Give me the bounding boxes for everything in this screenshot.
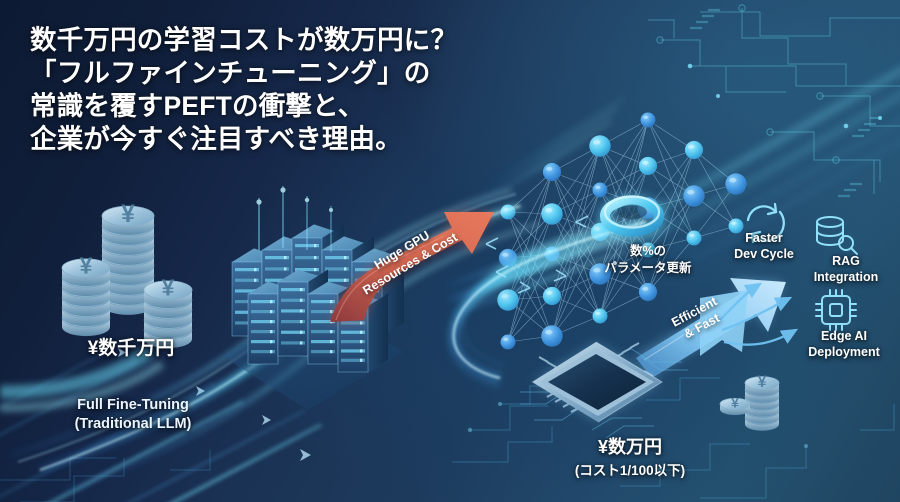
benefit-label-faster-dev-cycle: Faster Dev Cycle	[716, 230, 812, 262]
rag-line-2: Integration	[813, 270, 879, 284]
title-line-2: 「フルファインチューニング」の	[30, 58, 431, 88]
svg-text:¥: ¥	[758, 373, 767, 391]
coin-stack-tall: ¥	[101, 201, 155, 315]
fft-line-2: (Traditional LLM)	[74, 416, 192, 432]
svg-text:¥: ¥	[731, 396, 739, 412]
edge-line-1: Edge AI	[820, 329, 868, 343]
blue-arrow-label: Efficient & Fast	[654, 286, 741, 353]
svg-text:¥: ¥	[80, 253, 93, 279]
faster-line-2: Dev Cycle	[734, 247, 794, 261]
edge-line-2: Deployment	[808, 345, 880, 359]
fft-line-1: Full Fine-Tuning	[77, 397, 189, 413]
right-cost-label: ¥数万円 (コスト1/100以下)	[540, 436, 720, 482]
parameter-update-label: 数%の パラメータ更新	[578, 243, 718, 277]
faster-line-1: Faster	[745, 231, 783, 245]
param-line-1: 数%の	[629, 244, 667, 258]
benefit-label-edge-ai-deployment: Edge AI Deployment	[790, 328, 898, 360]
database-search-icon	[816, 216, 858, 255]
svg-text:¥: ¥	[162, 275, 175, 301]
chip-ai-icon	[815, 289, 857, 331]
page-title: 数千万円の学習コストが数万円に？ 「フルファインチューニング」の 常識を覆すPE…	[30, 24, 500, 156]
right-cost-sub: (コスト1/100以下)	[574, 463, 686, 478]
title-line-1: 数千万円の学習コストが数万円に？	[30, 25, 458, 55]
benefit-label-rag-integration: RAG Integration	[798, 253, 894, 285]
full-fine-tuning-label: Full Fine-Tuning (Traditional LLM)	[38, 396, 228, 434]
right-cost-main: ¥数万円	[597, 437, 662, 457]
svg-text:¥: ¥	[121, 201, 135, 228]
title-line-3: 常識を覆すPEFTの衝撃と、	[30, 91, 365, 121]
left-cost-label: ¥数千万円	[87, 338, 175, 359]
param-line-2: パラメータ更新	[604, 261, 692, 275]
red-arrow-label: Huge GPU Resources & Cost	[351, 215, 460, 298]
rag-line-1: RAG	[832, 254, 860, 268]
title-line-4: 企業が今すぐ注目すべき理由。	[30, 124, 402, 154]
